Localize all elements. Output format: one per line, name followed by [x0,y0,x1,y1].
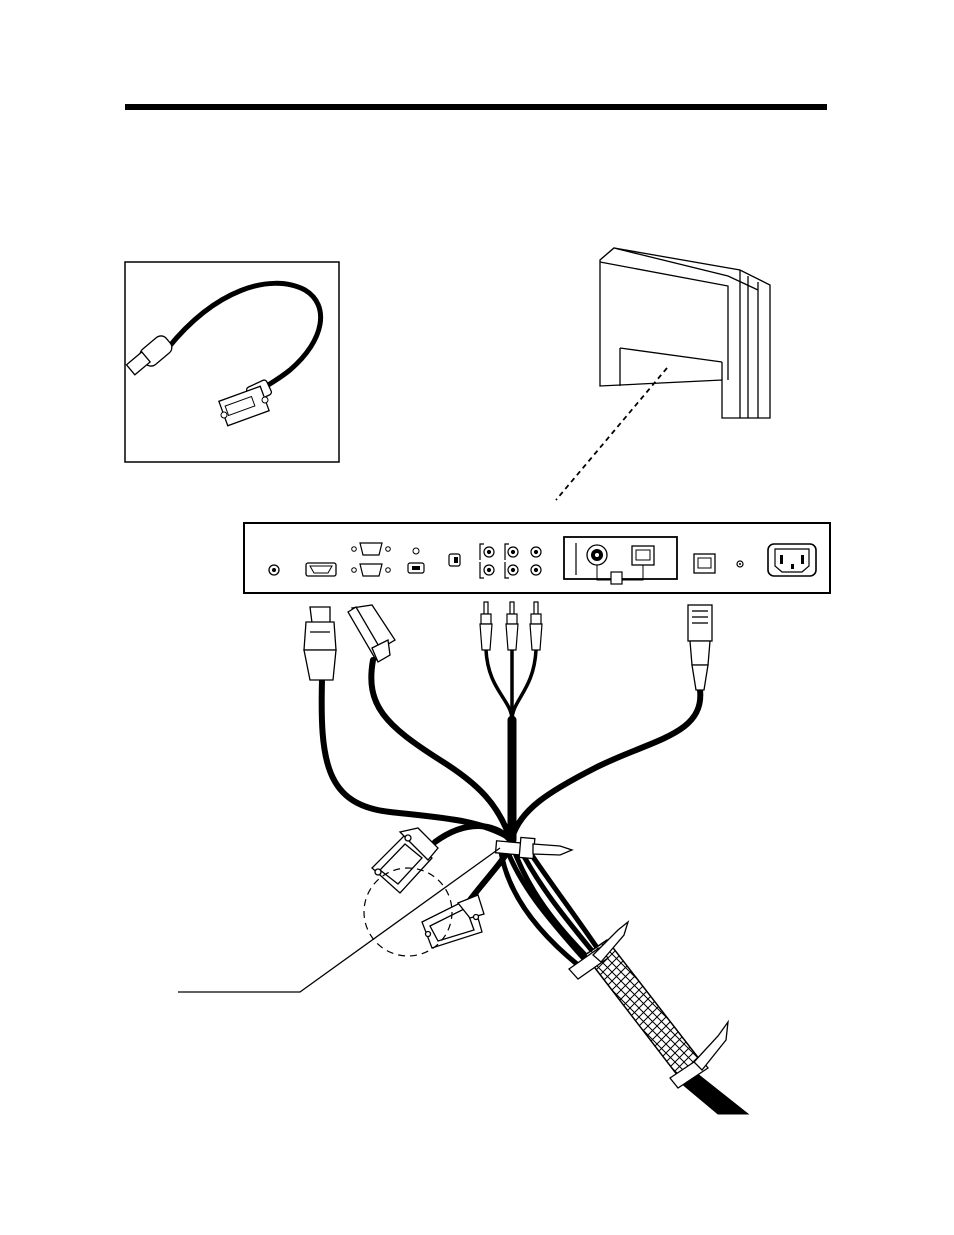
rj45-cable [512,690,700,838]
header-rule [125,104,827,110]
vga-plug-icon [348,605,395,662]
panel-callout-line [556,368,667,500]
rj11-port-icon [694,554,715,573]
rj45-plug-icon [688,605,712,690]
rj45-port-icon [632,546,654,565]
rca-plug-blue-icon [530,602,542,650]
dvi-plug-icon [372,828,438,893]
rca-plug-green-icon [506,602,518,650]
hdmi-plug-icon [304,607,336,680]
switch-icon [449,554,460,566]
rca-plug-red-icon [480,602,492,650]
audio-jack-icon [269,565,279,575]
bundle-trunk-c [518,845,598,958]
coax-bnc-icon [587,545,607,565]
power-inlet-icon [768,544,816,576]
hdmi-cable [322,680,510,838]
vga-plug-spare-icon [422,895,484,948]
monitor-rear-view [600,248,770,418]
inset-box [125,262,339,462]
hdmi-port-icon [306,563,336,576]
dvi-cable [435,826,510,842]
braided-sleeve [585,940,748,1114]
connector-panel [244,523,830,593]
cable-lines [322,650,701,965]
rca-cable-blue [512,650,536,720]
led-icon [737,561,743,567]
rca-cable-red [486,650,512,720]
network-module [564,537,677,584]
